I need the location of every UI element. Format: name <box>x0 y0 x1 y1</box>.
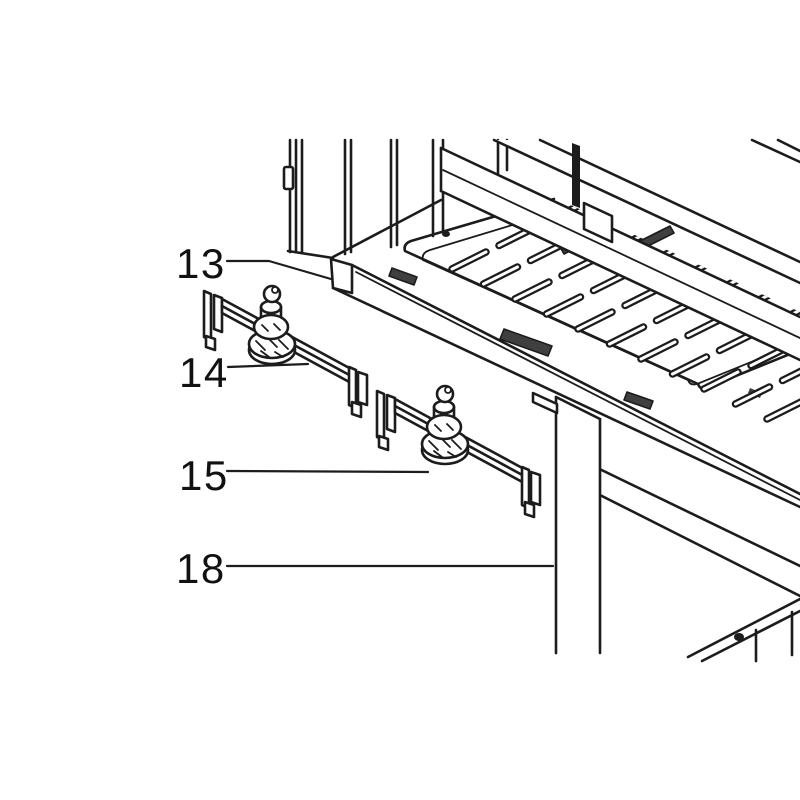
leader-13 <box>225 259 333 281</box>
hinge-tab <box>282 165 295 191</box>
callout-13-label: 13 <box>176 240 226 287</box>
top-right-frame-lines <box>750 138 800 164</box>
rear-rail-upper <box>492 138 800 285</box>
callout-15-label: 15 <box>179 452 229 499</box>
leader-15 <box>225 469 430 474</box>
callout-18-label: 18 <box>176 545 226 592</box>
rear-rail-lower <box>439 146 800 362</box>
cross-rail <box>581 459 800 598</box>
callout-14: 14 <box>179 352 229 394</box>
callout-18: 18 <box>176 548 226 590</box>
mount-bracket <box>572 143 614 244</box>
leader-lines <box>225 259 555 568</box>
vented-tray <box>329 198 800 509</box>
corner-frame-joint <box>686 597 800 663</box>
support-post <box>531 391 602 655</box>
callout-13: 13 <box>176 243 226 285</box>
bolt <box>734 633 744 641</box>
callout-14-label: 14 <box>179 349 229 396</box>
burner-assembly-right <box>375 384 542 519</box>
post-notch <box>531 391 559 415</box>
leader-14 <box>226 362 310 369</box>
callout-15: 15 <box>179 455 229 497</box>
